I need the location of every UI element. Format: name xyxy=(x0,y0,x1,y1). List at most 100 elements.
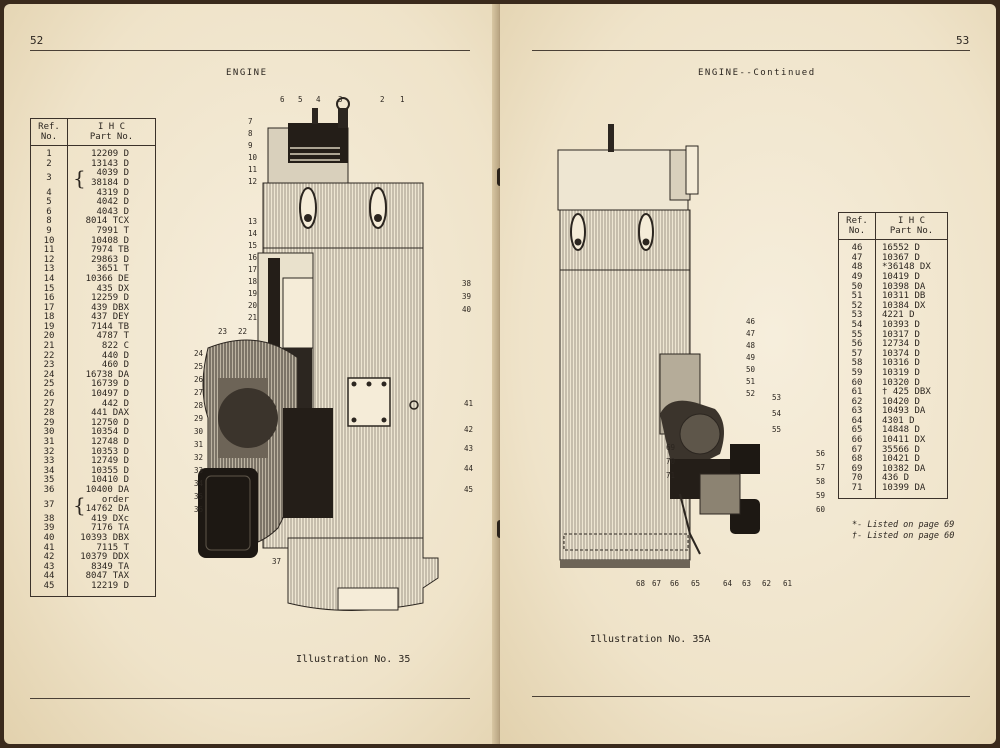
table-part-cell: 10399 DA xyxy=(882,483,926,494)
table-part-cell: 12209 D xyxy=(91,149,129,160)
callout-63: 63 xyxy=(742,579,751,588)
table-part-cell: 10354 D xyxy=(91,427,129,438)
table-ref-cell: 50 xyxy=(851,281,863,292)
table-ref-cell: 43 xyxy=(43,561,55,572)
table-ref-cell: 58 xyxy=(851,358,863,369)
table-part-cell: 10400 DA xyxy=(85,484,129,495)
table-ref-cell: 66 xyxy=(851,435,863,446)
ref-no-header: Ref. No. xyxy=(31,119,68,146)
callout-51: 51 xyxy=(746,377,755,386)
callout-71: 71 xyxy=(666,471,675,480)
callout-66: 66 xyxy=(670,579,680,588)
table-part-cell: 10420 D xyxy=(882,396,920,407)
brace-glyph: { xyxy=(73,492,86,517)
callout-17: 17 xyxy=(248,265,257,274)
right-bottom-rule xyxy=(532,696,970,697)
table-part-cell: 10411 DX xyxy=(882,435,926,446)
table-part-cell: 4787 T xyxy=(96,331,129,342)
left-table-header: Ref. No. I H C Part No. xyxy=(31,119,155,147)
table-ref-cell: 40 xyxy=(43,532,55,543)
table-ref-cell: 46 xyxy=(851,243,863,254)
table-part-cell: 8349 TA xyxy=(91,561,129,572)
callout-22: 22 xyxy=(238,327,247,336)
table-ref-cell: 12 xyxy=(43,254,55,265)
table-ref-cell: 26 xyxy=(43,389,55,400)
callout-70: 70 xyxy=(666,457,676,466)
table-part-cell: 7974 TB xyxy=(91,245,129,256)
callout-49: 49 xyxy=(746,353,755,362)
table-part-cell: 10410 D xyxy=(91,475,129,486)
callout-6: 6 xyxy=(280,95,285,104)
callout-62: 62 xyxy=(762,579,771,588)
callout-33: 33 xyxy=(194,466,203,475)
left-caption: Illustration No. 35 xyxy=(296,654,411,665)
callout-15: 15 xyxy=(248,241,257,250)
callout-26: 26 xyxy=(194,375,204,384)
callout-55: 55 xyxy=(772,425,781,434)
callout-60: 60 xyxy=(816,505,826,514)
table-part-cell: 13143 D xyxy=(91,158,129,169)
table-ref-cell: 1 xyxy=(46,149,52,160)
table-ref-cell: 54 xyxy=(851,319,863,330)
table-part-cell: 16552 D xyxy=(882,243,920,254)
table-part-cell: 10366 DE xyxy=(85,273,129,284)
table-ref-cell: 28 xyxy=(43,408,55,419)
table-part-cell: 7176 TA xyxy=(91,523,129,534)
callout-14: 14 xyxy=(248,229,258,238)
table-ref-cell: 61 xyxy=(851,387,863,398)
callout-20: 20 xyxy=(248,301,258,310)
table-part-cell: 12750 D xyxy=(91,417,129,428)
callout-5: 5 xyxy=(298,95,303,104)
table-part-cell: 4042 D xyxy=(96,197,129,208)
table-ref-cell: 33 xyxy=(43,456,55,467)
table-ref-cell: 68 xyxy=(851,454,863,465)
table-part-cell: † 425 DBX xyxy=(882,387,931,398)
table-ref-cell: 2 xyxy=(46,158,52,169)
callout-68: 68 xyxy=(636,579,646,588)
table-ref-cell: 37 xyxy=(43,499,55,510)
table-ref-cell: 14 xyxy=(43,273,55,284)
table-ref-cell: 4 xyxy=(46,187,52,198)
callout-50: 50 xyxy=(746,365,756,374)
table-part-cell: 10398 DA xyxy=(882,281,926,292)
table-ref-cell: 41 xyxy=(43,542,55,553)
callout-35: 35 xyxy=(194,492,203,501)
table-part-cell: 437 DEY xyxy=(91,312,129,323)
callout-37: 37 xyxy=(272,557,281,566)
table-ref-cell: 20 xyxy=(43,331,55,342)
footnotes: *- Listed on page 69 †- Listed on page 6… xyxy=(852,520,954,542)
callout-38: 38 xyxy=(462,279,472,288)
ref-no-header: Ref. No. xyxy=(839,213,876,240)
table-part-cell: 10353 D xyxy=(91,446,129,457)
table-part-cell: 10419 D xyxy=(882,271,920,282)
table-part-cell: 4319 D xyxy=(96,187,129,198)
callout-8: 8 xyxy=(248,129,253,138)
table-part-cell: 7991 T xyxy=(96,225,129,236)
table-part-cell: 7115 T xyxy=(96,542,129,553)
table-part-cell: 436 D xyxy=(882,473,910,484)
callout-43: 43 xyxy=(464,444,473,453)
callout-45: 45 xyxy=(464,485,473,494)
table-part-cell: 435 DX xyxy=(96,283,129,294)
table-ref-cell: 35 xyxy=(43,475,55,486)
callout-19: 19 xyxy=(248,289,257,298)
table-ref-cell: 6 xyxy=(46,206,52,217)
callout-25: 25 xyxy=(194,362,203,371)
table-ref-cell: 69 xyxy=(851,463,863,474)
footnote-1: *- Listed on page 69 xyxy=(852,520,955,530)
right-caption: Illustration No. 35A xyxy=(590,634,711,645)
callout-52: 52 xyxy=(746,389,755,398)
table-part-cell: 439 DBX xyxy=(91,302,129,313)
callout-12: 12 xyxy=(248,177,257,186)
callout-39: 39 xyxy=(462,292,471,301)
callout-69: 69 xyxy=(666,443,675,452)
table-part-line: 38184 D xyxy=(91,177,129,188)
